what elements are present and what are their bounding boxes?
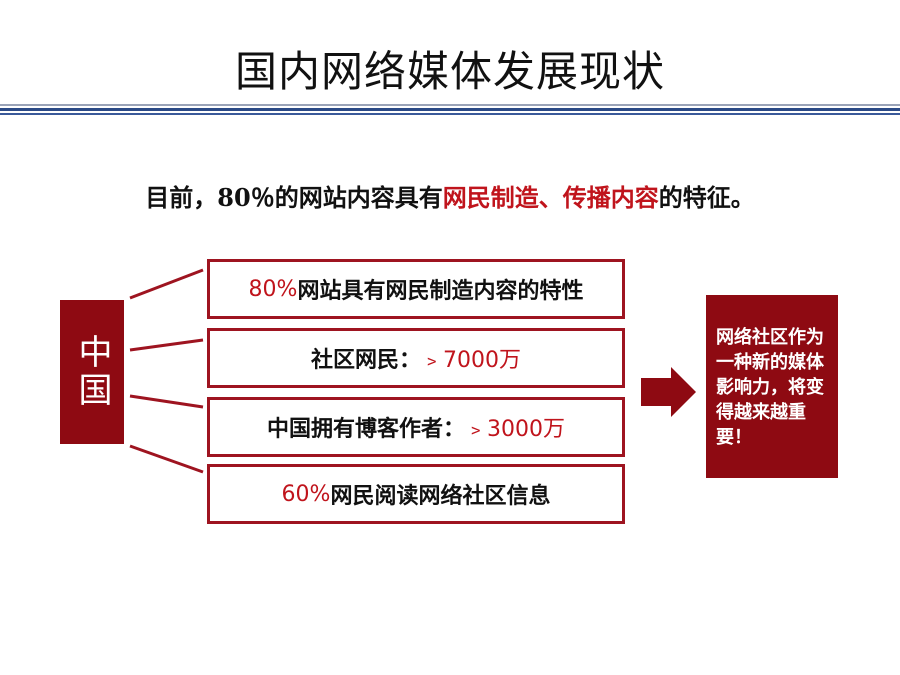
title-rule-middle <box>0 108 900 111</box>
stat-box-4-prefix: 60% <box>281 481 331 507</box>
stat-box-3-text: 中国拥有博客作者： <box>266 417 465 442</box>
stat-box-1-text: 网站具有网民制造内容的特性 <box>297 279 584 304</box>
stat-box-1: 80%网站具有网民制造内容的特性 <box>207 259 625 319</box>
stat-box-2: 社区网民：﹥7000万 <box>207 328 625 388</box>
conclusion-box: 网络社区作为一种新的媒体影响力，将变得越来越重要！ <box>706 295 838 478</box>
stat-box-3: 中国拥有博客作者：﹥3000万 <box>207 397 625 457</box>
subtitle-suffix: 的特征。 <box>658 183 755 212</box>
right-arrow-icon <box>641 367 696 417</box>
subtitle-prefix: 目前，80％的网站内容具有 <box>145 183 443 212</box>
connector-line-4 <box>129 444 204 474</box>
connector-line-1 <box>129 268 204 300</box>
stat-box-4-text: 网民阅读网络社区信息 <box>330 484 551 509</box>
stat-box-2-text: 社区网民： <box>310 348 421 373</box>
title-rule-top <box>0 104 900 106</box>
stat-box-4: 60%网民阅读网络社区信息 <box>207 464 625 524</box>
subtitle: 目前，80％的网站内容具有网民制造、传播内容的特征。 <box>0 178 900 213</box>
stat-box-2-suffix: ﹥7000万 <box>421 348 521 373</box>
slide-title: 国内网络媒体发展现状 <box>234 47 665 96</box>
connector-line-3 <box>129 394 204 409</box>
connector-line-2 <box>129 338 204 352</box>
stat-box-1-prefix: 80% <box>248 276 298 302</box>
china-label-box: 中国 <box>60 300 124 444</box>
title-rule-bottom <box>0 113 900 115</box>
stat-box-3-suffix: ﹥3000万 <box>465 417 565 442</box>
subtitle-highlight: 网民制造、传播内容 <box>442 183 659 212</box>
